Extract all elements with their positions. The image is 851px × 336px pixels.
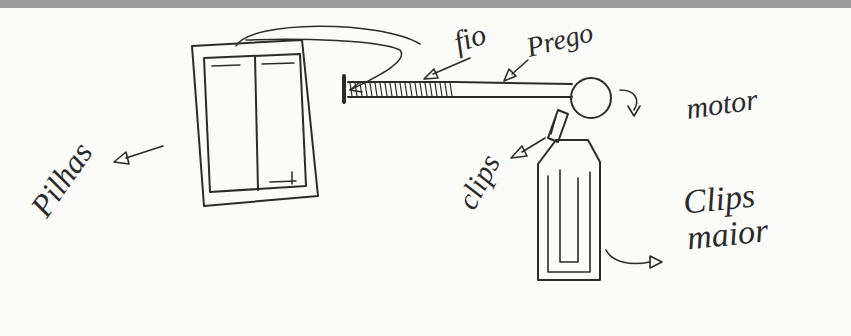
motor-circle bbox=[571, 78, 611, 118]
leader-line bbox=[512, 60, 528, 74]
leader-line bbox=[433, 58, 470, 74]
nail-shaft bbox=[455, 82, 572, 97]
part-label: Clips maior bbox=[682, 174, 799, 256]
part-label: Pilhas bbox=[25, 137, 99, 223]
nail-head bbox=[342, 76, 346, 102]
part-label: Prego bbox=[524, 18, 596, 63]
cell-divider bbox=[255, 56, 258, 190]
nail-thread bbox=[348, 82, 455, 97]
leader-arrow bbox=[628, 106, 640, 116]
part-label: motor bbox=[684, 83, 759, 124]
part-label: fio bbox=[450, 18, 490, 58]
leader-arrow bbox=[424, 69, 438, 79]
part-label: clips bbox=[451, 150, 505, 215]
leader-line bbox=[606, 250, 650, 264]
leader-line bbox=[126, 146, 163, 158]
thread-hatch bbox=[350, 83, 452, 96]
leader-arrow bbox=[650, 256, 662, 268]
leader-arrow bbox=[114, 152, 129, 164]
small-clip bbox=[551, 116, 556, 134]
leader-arrow bbox=[504, 69, 516, 81]
leader-line bbox=[522, 138, 545, 152]
small-clip bbox=[548, 110, 568, 142]
big-clip-wire bbox=[548, 170, 590, 272]
battery-cells bbox=[204, 54, 306, 192]
leader-arrow bbox=[511, 146, 527, 158]
top-band bbox=[0, 0, 851, 8]
wire bbox=[236, 26, 420, 46]
cell-marks bbox=[212, 63, 296, 184]
battery-holder bbox=[192, 40, 318, 206]
big-clip bbox=[538, 140, 600, 280]
